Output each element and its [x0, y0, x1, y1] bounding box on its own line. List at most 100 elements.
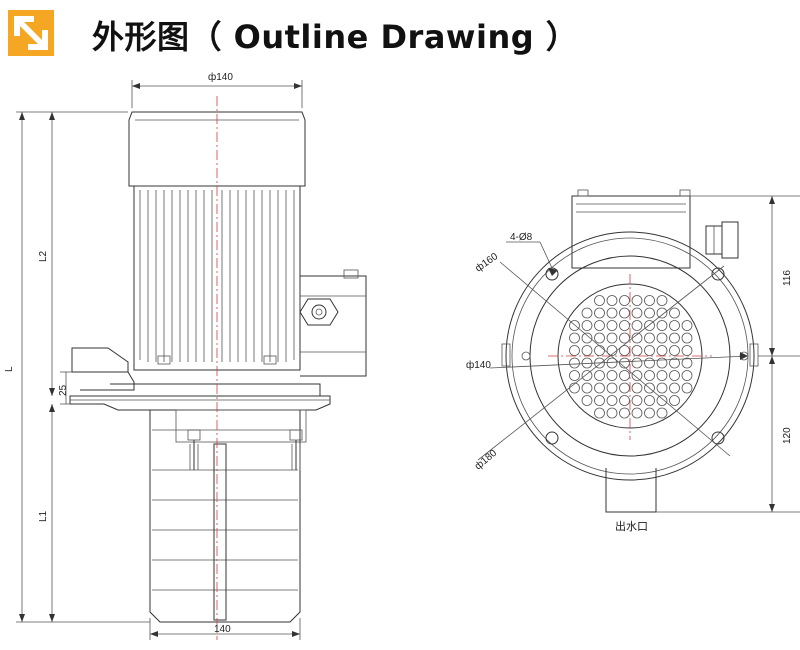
outlet-label: 出水口	[615, 519, 648, 533]
vent-hole	[581, 345, 593, 356]
vent-hole	[669, 320, 680, 331]
dim-lower-label: L1	[38, 510, 49, 522]
dia-180-label: ф180	[472, 447, 499, 472]
vent-hole	[569, 345, 580, 356]
vent-hole	[656, 307, 668, 319]
vent-hole	[681, 320, 693, 331]
vent-hole	[581, 370, 593, 381]
vent-hole	[669, 357, 680, 369]
vent-hole	[631, 370, 643, 381]
vent-hole	[631, 382, 643, 394]
vent-hole	[569, 320, 580, 331]
vent-hole	[644, 332, 655, 344]
vent-hole	[644, 370, 655, 381]
pcd-160-label: ф160	[473, 250, 501, 274]
vent-hole	[581, 307, 593, 319]
vent-hole	[569, 332, 580, 344]
vent-hole	[619, 307, 630, 319]
vent-hole	[619, 320, 630, 331]
page-title: 外形图（ Outline Drawing ）	[92, 18, 579, 56]
dim-120-label: 120	[782, 427, 793, 444]
top-diameter-label: ф140	[208, 71, 233, 83]
vent-hole	[656, 357, 668, 369]
vent-hole	[594, 382, 605, 394]
vent-hole	[644, 395, 655, 406]
vent-hole	[644, 320, 655, 331]
vent-hole	[681, 345, 693, 356]
vent-hole	[606, 382, 618, 394]
vent-hole	[656, 370, 668, 381]
vent-hole	[669, 307, 680, 319]
dim-total-label: L	[4, 366, 15, 372]
vent-hole	[656, 320, 668, 331]
vent-hole	[619, 295, 630, 306]
vent-hole	[669, 395, 680, 406]
vent-hole	[644, 357, 655, 369]
vent-hole	[594, 320, 605, 331]
vent-hole	[606, 307, 618, 319]
vent-hole	[606, 357, 618, 369]
end-view: 4-Ø8 ф160 ф140 ф180 116 120 出水口	[466, 189, 800, 533]
vent-hole	[681, 370, 693, 381]
vent-hole	[569, 382, 580, 394]
vent-hole	[631, 395, 643, 406]
vent-hole	[594, 407, 605, 419]
vent-hole	[619, 407, 630, 419]
vent-hole	[606, 332, 618, 344]
vent-hole	[631, 345, 643, 356]
vent-hole	[631, 307, 643, 319]
vent-hole	[606, 295, 618, 306]
vent-hole	[644, 295, 655, 306]
vent-hole	[594, 395, 605, 406]
vent-hole	[669, 332, 680, 344]
vent-hole	[644, 307, 655, 319]
vent-hole	[606, 395, 618, 406]
vent-hole	[594, 332, 605, 344]
dim-flange-label: 25	[58, 384, 69, 396]
vent-hole	[631, 332, 643, 344]
vent-hole	[594, 345, 605, 356]
vent-grille	[569, 295, 693, 419]
dim-upper-label: L2	[38, 250, 49, 262]
vent-hole	[581, 395, 593, 406]
holes-label: 4-Ø8	[510, 232, 533, 243]
vent-hole	[669, 370, 680, 381]
vent-hole	[594, 307, 605, 319]
vent-hole	[644, 345, 655, 356]
vent-hole	[681, 357, 693, 369]
vent-hole	[656, 382, 668, 394]
header: 外形图（ Outline Drawing ）	[0, 0, 800, 64]
vent-hole	[631, 407, 643, 419]
vent-hole	[619, 332, 630, 344]
vent-hole	[606, 320, 618, 331]
vent-hole	[631, 295, 643, 306]
dia-140-label: ф140	[466, 359, 491, 371]
vent-hole	[681, 382, 693, 394]
vent-hole	[681, 332, 693, 344]
vent-hole	[656, 345, 668, 356]
vent-hole	[581, 382, 593, 394]
vent-hole	[656, 395, 668, 406]
vent-hole	[594, 295, 605, 306]
vent-hole	[619, 382, 630, 394]
vent-hole	[619, 395, 630, 406]
vent-hole	[669, 382, 680, 394]
vent-hole	[619, 345, 630, 356]
vent-hole	[631, 320, 643, 331]
vent-hole	[656, 332, 668, 344]
vent-hole	[669, 345, 680, 356]
vent-hole	[656, 407, 668, 419]
vent-hole	[569, 370, 580, 381]
vent-hole	[644, 407, 655, 419]
vent-hole	[606, 370, 618, 381]
vent-hole	[644, 382, 655, 394]
front-view: ф140 140 L L2 L1 25	[4, 71, 367, 640]
vent-hole	[631, 357, 643, 369]
vent-hole	[606, 407, 618, 419]
vent-hole	[581, 332, 593, 344]
bottom-width-label: 140	[214, 624, 231, 635]
vent-hole	[569, 357, 580, 369]
vent-hole	[656, 295, 668, 306]
vent-hole	[581, 320, 593, 331]
